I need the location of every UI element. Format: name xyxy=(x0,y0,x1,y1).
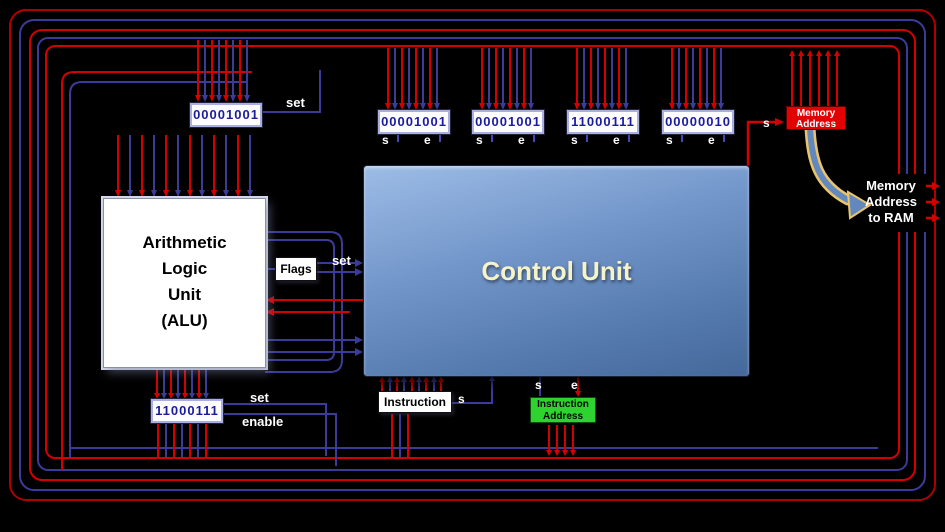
alu-label-line4: (ALU) xyxy=(161,311,208,330)
instruction-address-enable-pin: e xyxy=(571,378,578,392)
register-4-value: 00000010 xyxy=(665,114,731,129)
instruction-address-box: Instruction Address xyxy=(530,397,596,423)
r0-set-label: set xyxy=(286,95,305,110)
register-1-set-pin: s xyxy=(382,133,389,147)
register-2-value: 00001001 xyxy=(475,114,541,129)
memory-address-label-line2: Address xyxy=(795,119,836,130)
ram-note-line2: Address xyxy=(864,194,918,209)
alu-label-line1: Arithmetic xyxy=(142,233,227,252)
register-1: 00001001 xyxy=(378,110,450,134)
control-unit-title: Control Unit xyxy=(481,255,632,286)
register-3-value: 11000111 xyxy=(571,114,635,129)
flags-set-label: set xyxy=(332,253,351,268)
flags-label: Flags xyxy=(280,262,312,276)
ram-note-line3: to RAM xyxy=(868,210,914,225)
instruction-set-pin: s xyxy=(458,392,465,406)
instruction-register-label: Instruction xyxy=(384,395,446,409)
register-2: 00001001 xyxy=(472,110,544,134)
register-1-value: 00001001 xyxy=(381,114,447,129)
register-accumulator-value: 11000111 xyxy=(155,403,219,418)
register-1-enable-pin: e xyxy=(424,133,431,147)
flags-box: Flags xyxy=(275,257,317,281)
register-3: 11000111 xyxy=(567,110,639,134)
register-3-set-pin: s xyxy=(571,133,578,147)
register-4: 00000010 xyxy=(662,110,734,134)
register-accumulator: 11000111 xyxy=(151,399,223,423)
register-2-set-pin: s xyxy=(476,133,483,147)
alu-label-line3: Unit xyxy=(167,285,202,304)
alu-label-line2: Logic xyxy=(161,259,208,278)
instruction-address-label-line2: Address xyxy=(542,411,583,422)
register-3-enable-pin: e xyxy=(613,133,620,147)
register-2-enable-pin: e xyxy=(518,133,525,147)
memory-address-box: Memory Address xyxy=(786,106,846,130)
register-4-set-pin: s xyxy=(666,133,673,147)
instruction-register-box: Instruction xyxy=(378,391,452,413)
register-4-enable-pin: e xyxy=(708,133,715,147)
register-r0-value: 00001001 xyxy=(193,107,259,122)
instruction-address-label-line1: Instruction xyxy=(537,399,589,410)
accumulator-set-label: set xyxy=(250,390,269,405)
ram-note-line1: Memory xyxy=(866,178,916,193)
memory-address-to-ram-note: Memory Address to RAM xyxy=(856,178,926,226)
control-unit-box: Control Unit xyxy=(363,165,750,377)
memory-address-label-line1: Memory xyxy=(796,108,836,119)
memory-address-set-pin: s xyxy=(763,116,770,130)
accumulator-enable-label: enable xyxy=(242,414,284,429)
alu-box: Arithmetic Logic Unit (ALU) xyxy=(103,198,266,368)
register-r0: 00001001 xyxy=(190,103,262,127)
instruction-address-set-pin: s xyxy=(535,378,542,392)
